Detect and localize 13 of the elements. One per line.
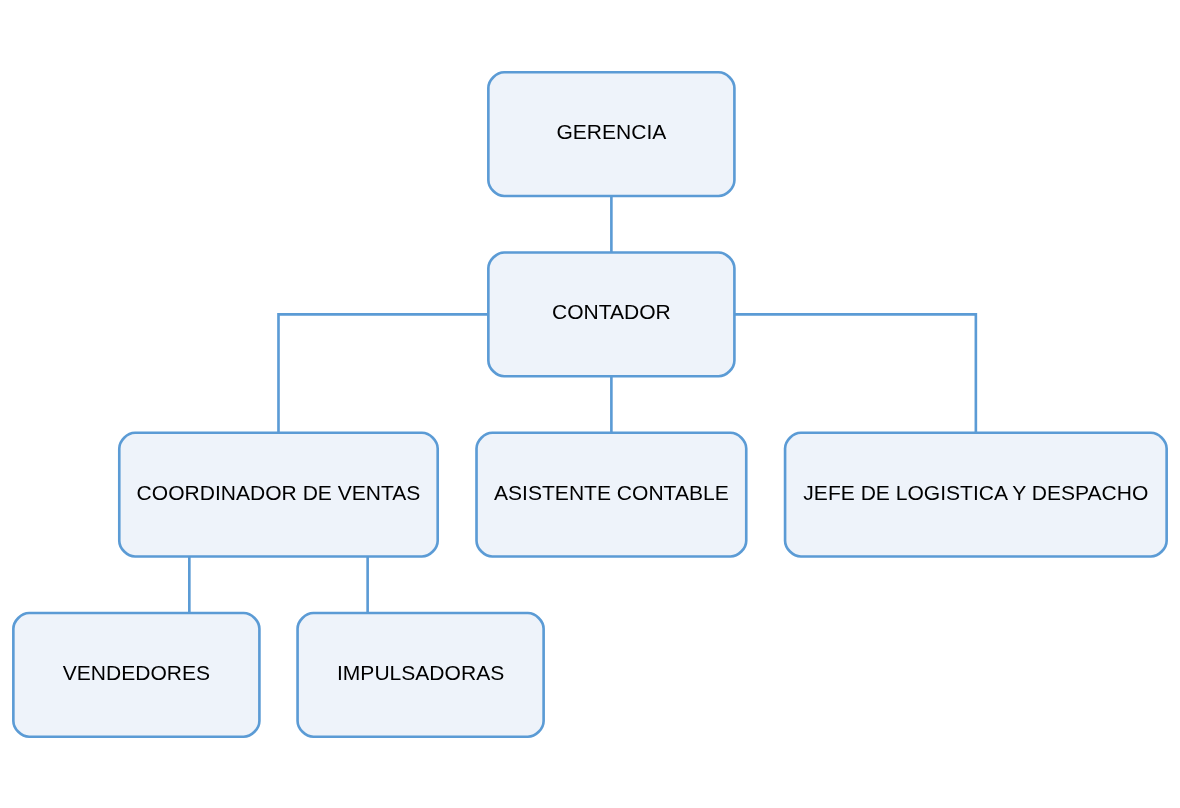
node-box: ASISTENTE CONTABLE	[475, 430, 748, 558]
connector	[734, 312, 978, 433]
node-box: GERENCIA	[487, 70, 736, 197]
connector	[610, 375, 613, 432]
connector	[610, 195, 613, 252]
connector	[366, 556, 369, 613]
node-box: VENDEDORES	[12, 611, 261, 738]
node-box: IMPULSADORAS	[296, 611, 545, 738]
node-box: CONTADOR	[487, 250, 736, 378]
connector	[188, 556, 191, 613]
node-box: JEFE DE LOGISTICA Y DESPACHO	[783, 430, 1168, 558]
connector	[277, 312, 488, 433]
node-box: COORDINADOR DE VENTAS	[117, 430, 439, 558]
